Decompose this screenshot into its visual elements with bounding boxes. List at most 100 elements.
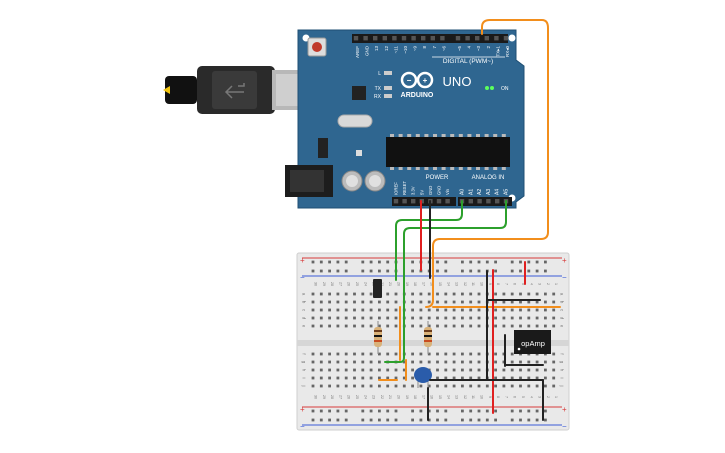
- terminal-hole[interactable]: [311, 300, 315, 304]
- terminal-hole[interactable]: [328, 324, 331, 328]
- terminal-hole[interactable]: [452, 324, 456, 328]
- digital-pin-hole[interactable]: [411, 36, 416, 41]
- terminal-hole[interactable]: [311, 368, 315, 372]
- resistor-2[interactable]: [424, 321, 432, 354]
- rail-hole[interactable]: [386, 409, 390, 413]
- digital-pin-hole[interactable]: [382, 36, 387, 41]
- terminal-hole[interactable]: [378, 352, 381, 356]
- rail-hole[interactable]: [336, 418, 340, 422]
- terminal-hole[interactable]: [519, 360, 522, 364]
- terminal-hole[interactable]: [452, 300, 456, 304]
- terminal-hole[interactable]: [527, 360, 531, 364]
- terminal-hole[interactable]: [552, 368, 556, 372]
- rail-hole[interactable]: [527, 409, 531, 413]
- terminal-hole[interactable]: [361, 308, 365, 312]
- rail-hole[interactable]: [386, 260, 390, 264]
- terminal-hole[interactable]: [344, 292, 348, 296]
- rail-hole[interactable]: [369, 269, 373, 273]
- digital-pin-hole[interactable]: [430, 36, 435, 41]
- terminal-hole[interactable]: [328, 352, 331, 356]
- terminal-hole[interactable]: [402, 360, 406, 364]
- terminal-hole[interactable]: [469, 376, 473, 380]
- terminal-hole[interactable]: [444, 292, 448, 296]
- rail-hole[interactable]: [535, 260, 539, 264]
- analog-pin-hole[interactable]: [495, 199, 500, 204]
- rail-hole[interactable]: [361, 418, 365, 422]
- terminal-hole[interactable]: [344, 308, 348, 312]
- terminal-hole[interactable]: [494, 360, 497, 364]
- rail-hole[interactable]: [535, 409, 539, 413]
- rail-hole[interactable]: [319, 269, 323, 273]
- terminal-hole[interactable]: [502, 376, 506, 380]
- terminal-hole[interactable]: [510, 324, 514, 328]
- terminal-hole[interactable]: [519, 300, 522, 304]
- terminal-hole[interactable]: [544, 384, 547, 388]
- terminal-hole[interactable]: [436, 308, 439, 312]
- terminal-hole[interactable]: [502, 352, 506, 356]
- terminal-hole[interactable]: [494, 300, 497, 304]
- terminal-hole[interactable]: [419, 300, 423, 304]
- terminal-hole[interactable]: [369, 376, 373, 380]
- rail-hole[interactable]: [469, 269, 473, 273]
- rail-hole[interactable]: [311, 409, 315, 413]
- terminal-hole[interactable]: [552, 316, 556, 320]
- terminal-hole[interactable]: [510, 316, 514, 320]
- terminal-hole[interactable]: [527, 376, 531, 380]
- rail-hole[interactable]: [444, 409, 448, 413]
- terminal-hole[interactable]: [427, 352, 431, 356]
- terminal-hole[interactable]: [544, 308, 547, 312]
- terminal-hole[interactable]: [402, 376, 406, 380]
- terminal-hole[interactable]: [436, 352, 439, 356]
- rail-hole[interactable]: [369, 260, 373, 264]
- rail-hole[interactable]: [477, 269, 481, 273]
- terminal-hole[interactable]: [353, 324, 356, 328]
- terminal-hole[interactable]: [369, 292, 373, 296]
- terminal-hole[interactable]: [311, 384, 315, 388]
- power-pin-hole[interactable]: [445, 199, 450, 204]
- terminal-hole[interactable]: [510, 352, 514, 356]
- terminal-hole[interactable]: [469, 368, 473, 372]
- terminal-hole[interactable]: [519, 376, 522, 380]
- terminal-hole[interactable]: [436, 384, 439, 388]
- rail-hole[interactable]: [386, 269, 390, 273]
- rail-hole[interactable]: [319, 418, 323, 422]
- rail-hole[interactable]: [344, 418, 348, 422]
- terminal-hole[interactable]: [469, 384, 473, 388]
- terminal-hole[interactable]: [427, 360, 431, 364]
- terminal-hole[interactable]: [494, 324, 497, 328]
- terminal-hole[interactable]: [527, 384, 531, 388]
- terminal-hole[interactable]: [461, 316, 464, 320]
- rail-hole[interactable]: [519, 409, 522, 413]
- rail-hole[interactable]: [328, 269, 331, 273]
- terminal-hole[interactable]: [519, 316, 522, 320]
- rail-hole[interactable]: [494, 409, 497, 413]
- terminal-hole[interactable]: [444, 360, 448, 364]
- digital-pin-hole[interactable]: [455, 36, 461, 41]
- rail-hole[interactable]: [311, 269, 315, 273]
- terminal-hole[interactable]: [535, 292, 539, 296]
- terminal-hole[interactable]: [336, 384, 340, 388]
- rail-hole[interactable]: [394, 409, 398, 413]
- terminal-hole[interactable]: [452, 352, 456, 356]
- rail-hole[interactable]: [510, 260, 514, 264]
- rail-hole[interactable]: [510, 269, 514, 273]
- terminal-hole[interactable]: [436, 368, 439, 372]
- rail-hole[interactable]: [544, 418, 547, 422]
- terminal-hole[interactable]: [369, 352, 373, 356]
- rail-hole[interactable]: [510, 418, 514, 422]
- terminal-hole[interactable]: [427, 324, 431, 328]
- terminal-hole[interactable]: [444, 352, 448, 356]
- terminal-hole[interactable]: [378, 368, 381, 372]
- terminal-hole[interactable]: [494, 292, 497, 296]
- digital-pin-hole[interactable]: [363, 36, 368, 41]
- terminal-hole[interactable]: [452, 316, 456, 320]
- terminal-hole[interactable]: [386, 352, 390, 356]
- terminal-hole[interactable]: [469, 292, 473, 296]
- terminal-hole[interactable]: [519, 308, 522, 312]
- analog-pin-hole[interactable]: [486, 199, 491, 204]
- terminal-hole[interactable]: [535, 308, 539, 312]
- rail-hole[interactable]: [444, 260, 448, 264]
- terminal-hole[interactable]: [311, 352, 315, 356]
- digital-pin-hole[interactable]: [475, 36, 480, 41]
